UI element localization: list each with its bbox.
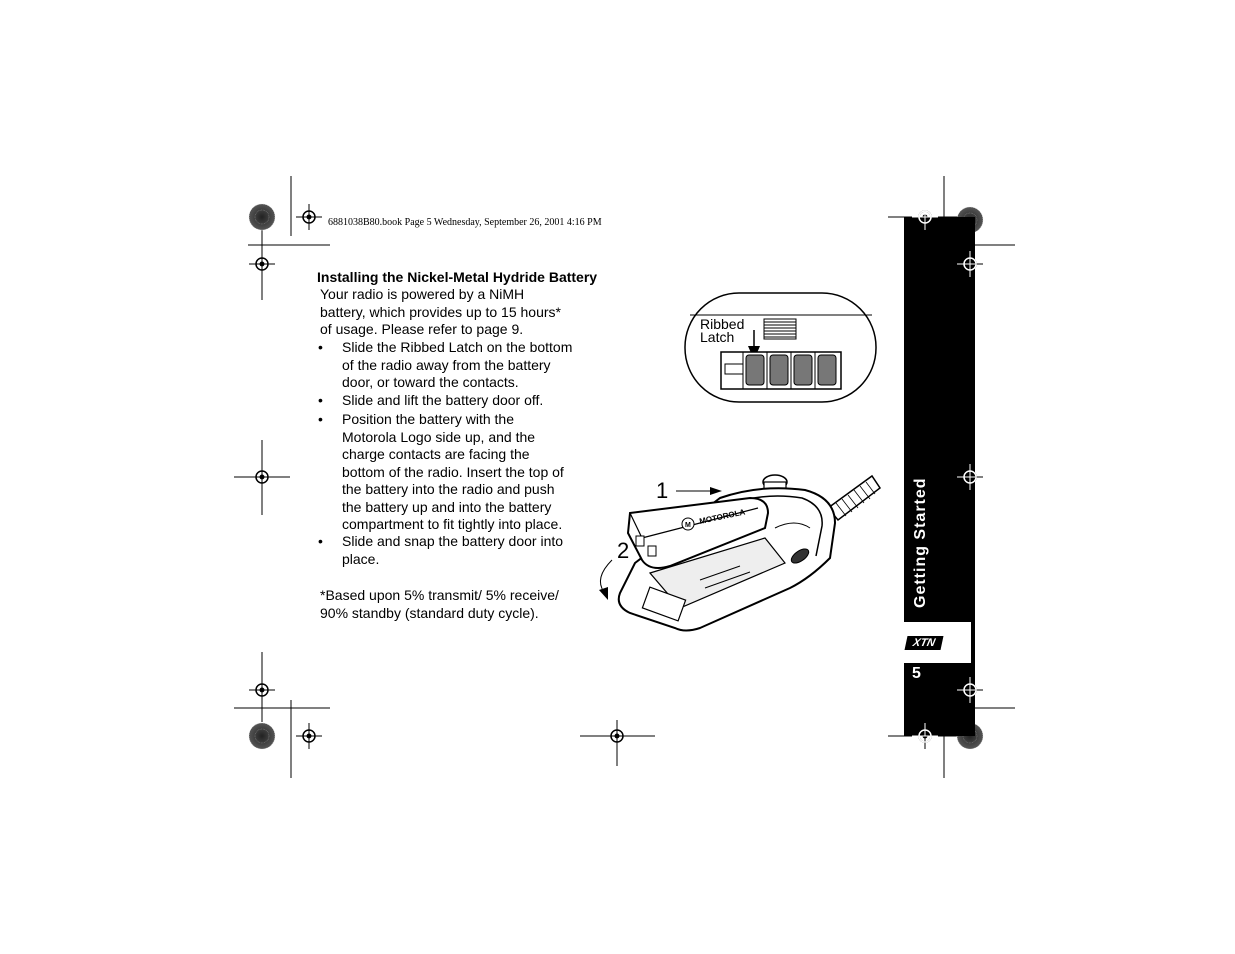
- bullet-line: of the radio away from the battery: [342, 356, 551, 373]
- page-number: 5: [912, 665, 921, 682]
- footnote: *Based upon 5% transmit/ 5% receive/ 90%…: [320, 587, 559, 622]
- latch-label-line: Latch: [700, 329, 735, 345]
- bullet-glyph: •: [318, 339, 323, 355]
- bullet-item-3: Position the battery with the Motorola L…: [342, 411, 564, 534]
- step-1-label: 1: [656, 478, 669, 503]
- bullet-line: charge contacts are facing the: [342, 446, 530, 462]
- bullet-item-1: Slide the Ribbed Latch on the bottom of …: [342, 339, 572, 392]
- bullet-line: Motorola Logo side up, and the: [342, 428, 536, 445]
- footnote-line: 90% standby (standard duty cycle).: [320, 604, 539, 621]
- bullet-item-4: Slide and snap the battery door into pla…: [342, 533, 563, 568]
- bullet-line: the battery into the radio and push: [342, 481, 555, 497]
- bullet-glyph: •: [318, 533, 323, 549]
- intro-line: of usage. Please refer to page 9.: [320, 321, 524, 337]
- bullet-item-2: Slide and lift the battery door off.: [342, 392, 543, 410]
- bullet-line: place.: [342, 550, 380, 567]
- section-heading: Installing the Nickel-Metal Hydride Batt…: [317, 269, 598, 285]
- print-header: 6881038B80.book Page 5 Wednesday, Septem…: [328, 217, 602, 228]
- bullet-line: the battery up and into the battery: [342, 498, 552, 515]
- latch-label: Ribbed Latch: [700, 316, 745, 345]
- footnote-line: *Based upon 5% transmit/ 5% receive/: [320, 587, 559, 603]
- intro-paragraph: Your radio is powered by a NiMH battery,…: [320, 286, 561, 339]
- step-2-label: 2: [617, 538, 630, 563]
- latch-detail-illustration: [684, 292, 877, 403]
- bullet-line: door, or toward the contacts.: [342, 374, 519, 390]
- bullet-line: bottom of the radio. Insert the top of: [342, 463, 564, 480]
- intro-line: battery, which provides up to 15 hours*: [320, 303, 561, 320]
- bullet-glyph: •: [318, 392, 323, 408]
- xtn-logo: XTN: [904, 636, 944, 650]
- bullet-line: Slide and snap the battery door into: [342, 533, 564, 549]
- section-title-text: Getting Started: [912, 477, 929, 608]
- svg-text:M: M: [685, 522, 691, 529]
- bullet-line: Position the battery with the: [342, 411, 514, 427]
- radio-battery-illustration: M MOTOROLA: [599, 474, 882, 632]
- bullet-line: Slide the Ribbed Latch on the bottom: [342, 339, 573, 355]
- bullet-glyph: •: [318, 411, 323, 427]
- bullet-line: compartment to fit tightly into place.: [342, 516, 563, 532]
- intro-line: Your radio is powered by a NiMH: [320, 286, 525, 302]
- bullet-line: Slide and lift the battery door off.: [342, 392, 544, 408]
- latch-label-line: Ribbed: [700, 316, 745, 332]
